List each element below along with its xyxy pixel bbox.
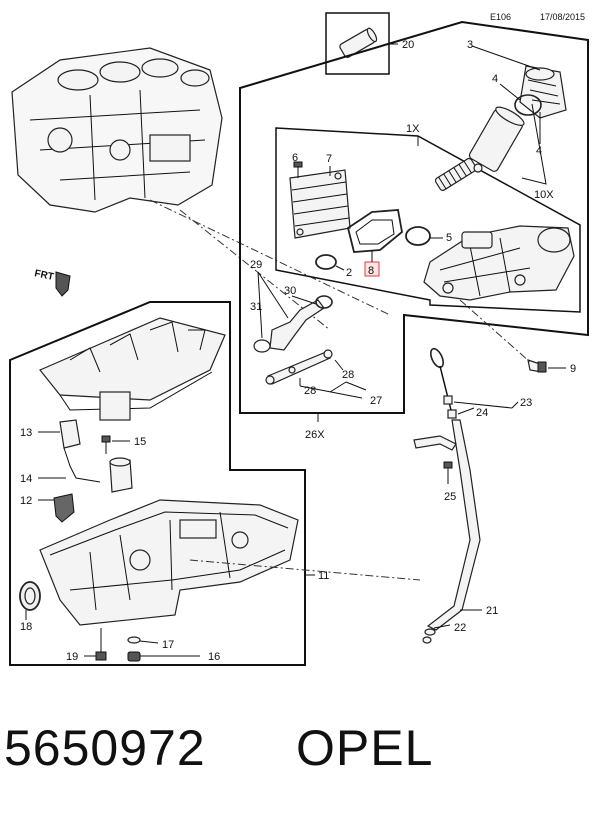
callout-30: 30 bbox=[284, 285, 296, 297]
bolt-25[interactable] bbox=[443, 461, 453, 484]
callout-15: 15 bbox=[134, 436, 146, 448]
front-marker-label: FRT bbox=[33, 268, 54, 283]
oil-feed-pipe[interactable] bbox=[265, 349, 333, 385]
callout-6: 6 bbox=[292, 152, 298, 164]
oil-pump-pickup[interactable] bbox=[109, 457, 133, 493]
highlighted-callout-8[interactable]: 8 bbox=[364, 261, 380, 277]
oil-filter-cap[interactable] bbox=[519, 65, 567, 119]
callout-24: 24 bbox=[476, 407, 488, 419]
drain-plug-washer[interactable] bbox=[127, 636, 141, 644]
callout-14: 14 bbox=[20, 473, 32, 485]
oil-pan-baffle[interactable] bbox=[39, 317, 226, 421]
oil-pipe-assembly[interactable] bbox=[253, 295, 333, 353]
bolt-19[interactable] bbox=[95, 628, 107, 661]
bolt-15[interactable] bbox=[101, 435, 111, 454]
callout-26X: 26X bbox=[305, 429, 325, 441]
oil-filter-seal-ring[interactable] bbox=[514, 94, 542, 116]
callout-28-right: 28 bbox=[342, 369, 354, 381]
callout-13: 13 bbox=[20, 427, 32, 439]
engine-block-illustration bbox=[11, 47, 223, 213]
callout-5: 5 bbox=[446, 232, 452, 244]
oil-filter-housing[interactable] bbox=[423, 225, 575, 301]
callout-11: 11 bbox=[318, 570, 329, 582]
callout-18: 18 bbox=[20, 621, 32, 633]
callout-25: 25 bbox=[444, 491, 456, 503]
drain-plug[interactable] bbox=[127, 651, 141, 662]
callout-17: 17 bbox=[162, 639, 174, 651]
callout-2: 2 bbox=[346, 267, 352, 279]
module-outer-frame bbox=[239, 20, 589, 414]
callout-8: 8 bbox=[368, 265, 374, 277]
callout-31: 31 bbox=[250, 301, 262, 313]
oil-pan-frame bbox=[9, 301, 306, 666]
tube-o-ring[interactable] bbox=[422, 628, 436, 644]
callout-4-lower: 4 bbox=[536, 145, 542, 157]
oil-pan[interactable] bbox=[39, 499, 299, 626]
callout-1X: 1X bbox=[406, 123, 420, 135]
callout-28-left: 28 bbox=[304, 385, 316, 397]
oil-filter-spring[interactable] bbox=[434, 157, 483, 192]
callout-19: 19 bbox=[66, 651, 78, 663]
module-1x-frame bbox=[275, 127, 581, 313]
dipstick-guide-tube[interactable] bbox=[413, 419, 481, 631]
oil-cooler-gasket-small[interactable] bbox=[405, 226, 431, 246]
bolt-9[interactable] bbox=[527, 359, 547, 373]
oil-cooler-o-ring[interactable] bbox=[315, 254, 337, 270]
callout-12: 12 bbox=[20, 495, 32, 507]
callout-3: 3 bbox=[467, 39, 473, 51]
callout-27: 27 bbox=[370, 395, 382, 407]
front-direction-marker: FRT bbox=[33, 268, 71, 297]
brand-name: OPEL bbox=[296, 720, 433, 776]
dipstick[interactable] bbox=[428, 347, 453, 415]
callout-21: 21 bbox=[486, 605, 498, 617]
oil-pan-bracket[interactable] bbox=[53, 493, 75, 523]
oil-level-sensor[interactable] bbox=[59, 419, 101, 483]
callout-7: 7 bbox=[326, 153, 332, 165]
oil-cooler[interactable] bbox=[289, 169, 351, 239]
callout-10X: 10X bbox=[534, 189, 554, 201]
dipstick-seal[interactable] bbox=[443, 395, 457, 419]
oil-cooler-gasket[interactable] bbox=[346, 209, 403, 253]
diagram-code: E106 bbox=[490, 12, 511, 22]
oil-filter-element[interactable] bbox=[468, 104, 526, 173]
callout-20: 20 bbox=[402, 39, 414, 51]
seal-18[interactable] bbox=[19, 581, 41, 611]
diagram-date: 17/08/2015 bbox=[540, 12, 585, 22]
callout-23: 23 bbox=[520, 397, 532, 409]
callout-4-upper: 4 bbox=[492, 73, 498, 85]
part-number: 5650972 bbox=[4, 720, 206, 776]
callout-29: 29 bbox=[250, 259, 262, 271]
callout-9: 9 bbox=[570, 363, 576, 375]
oil-cooler-bolt[interactable] bbox=[293, 161, 303, 178]
callout-22: 22 bbox=[454, 622, 466, 634]
callout-16: 16 bbox=[208, 651, 220, 663]
